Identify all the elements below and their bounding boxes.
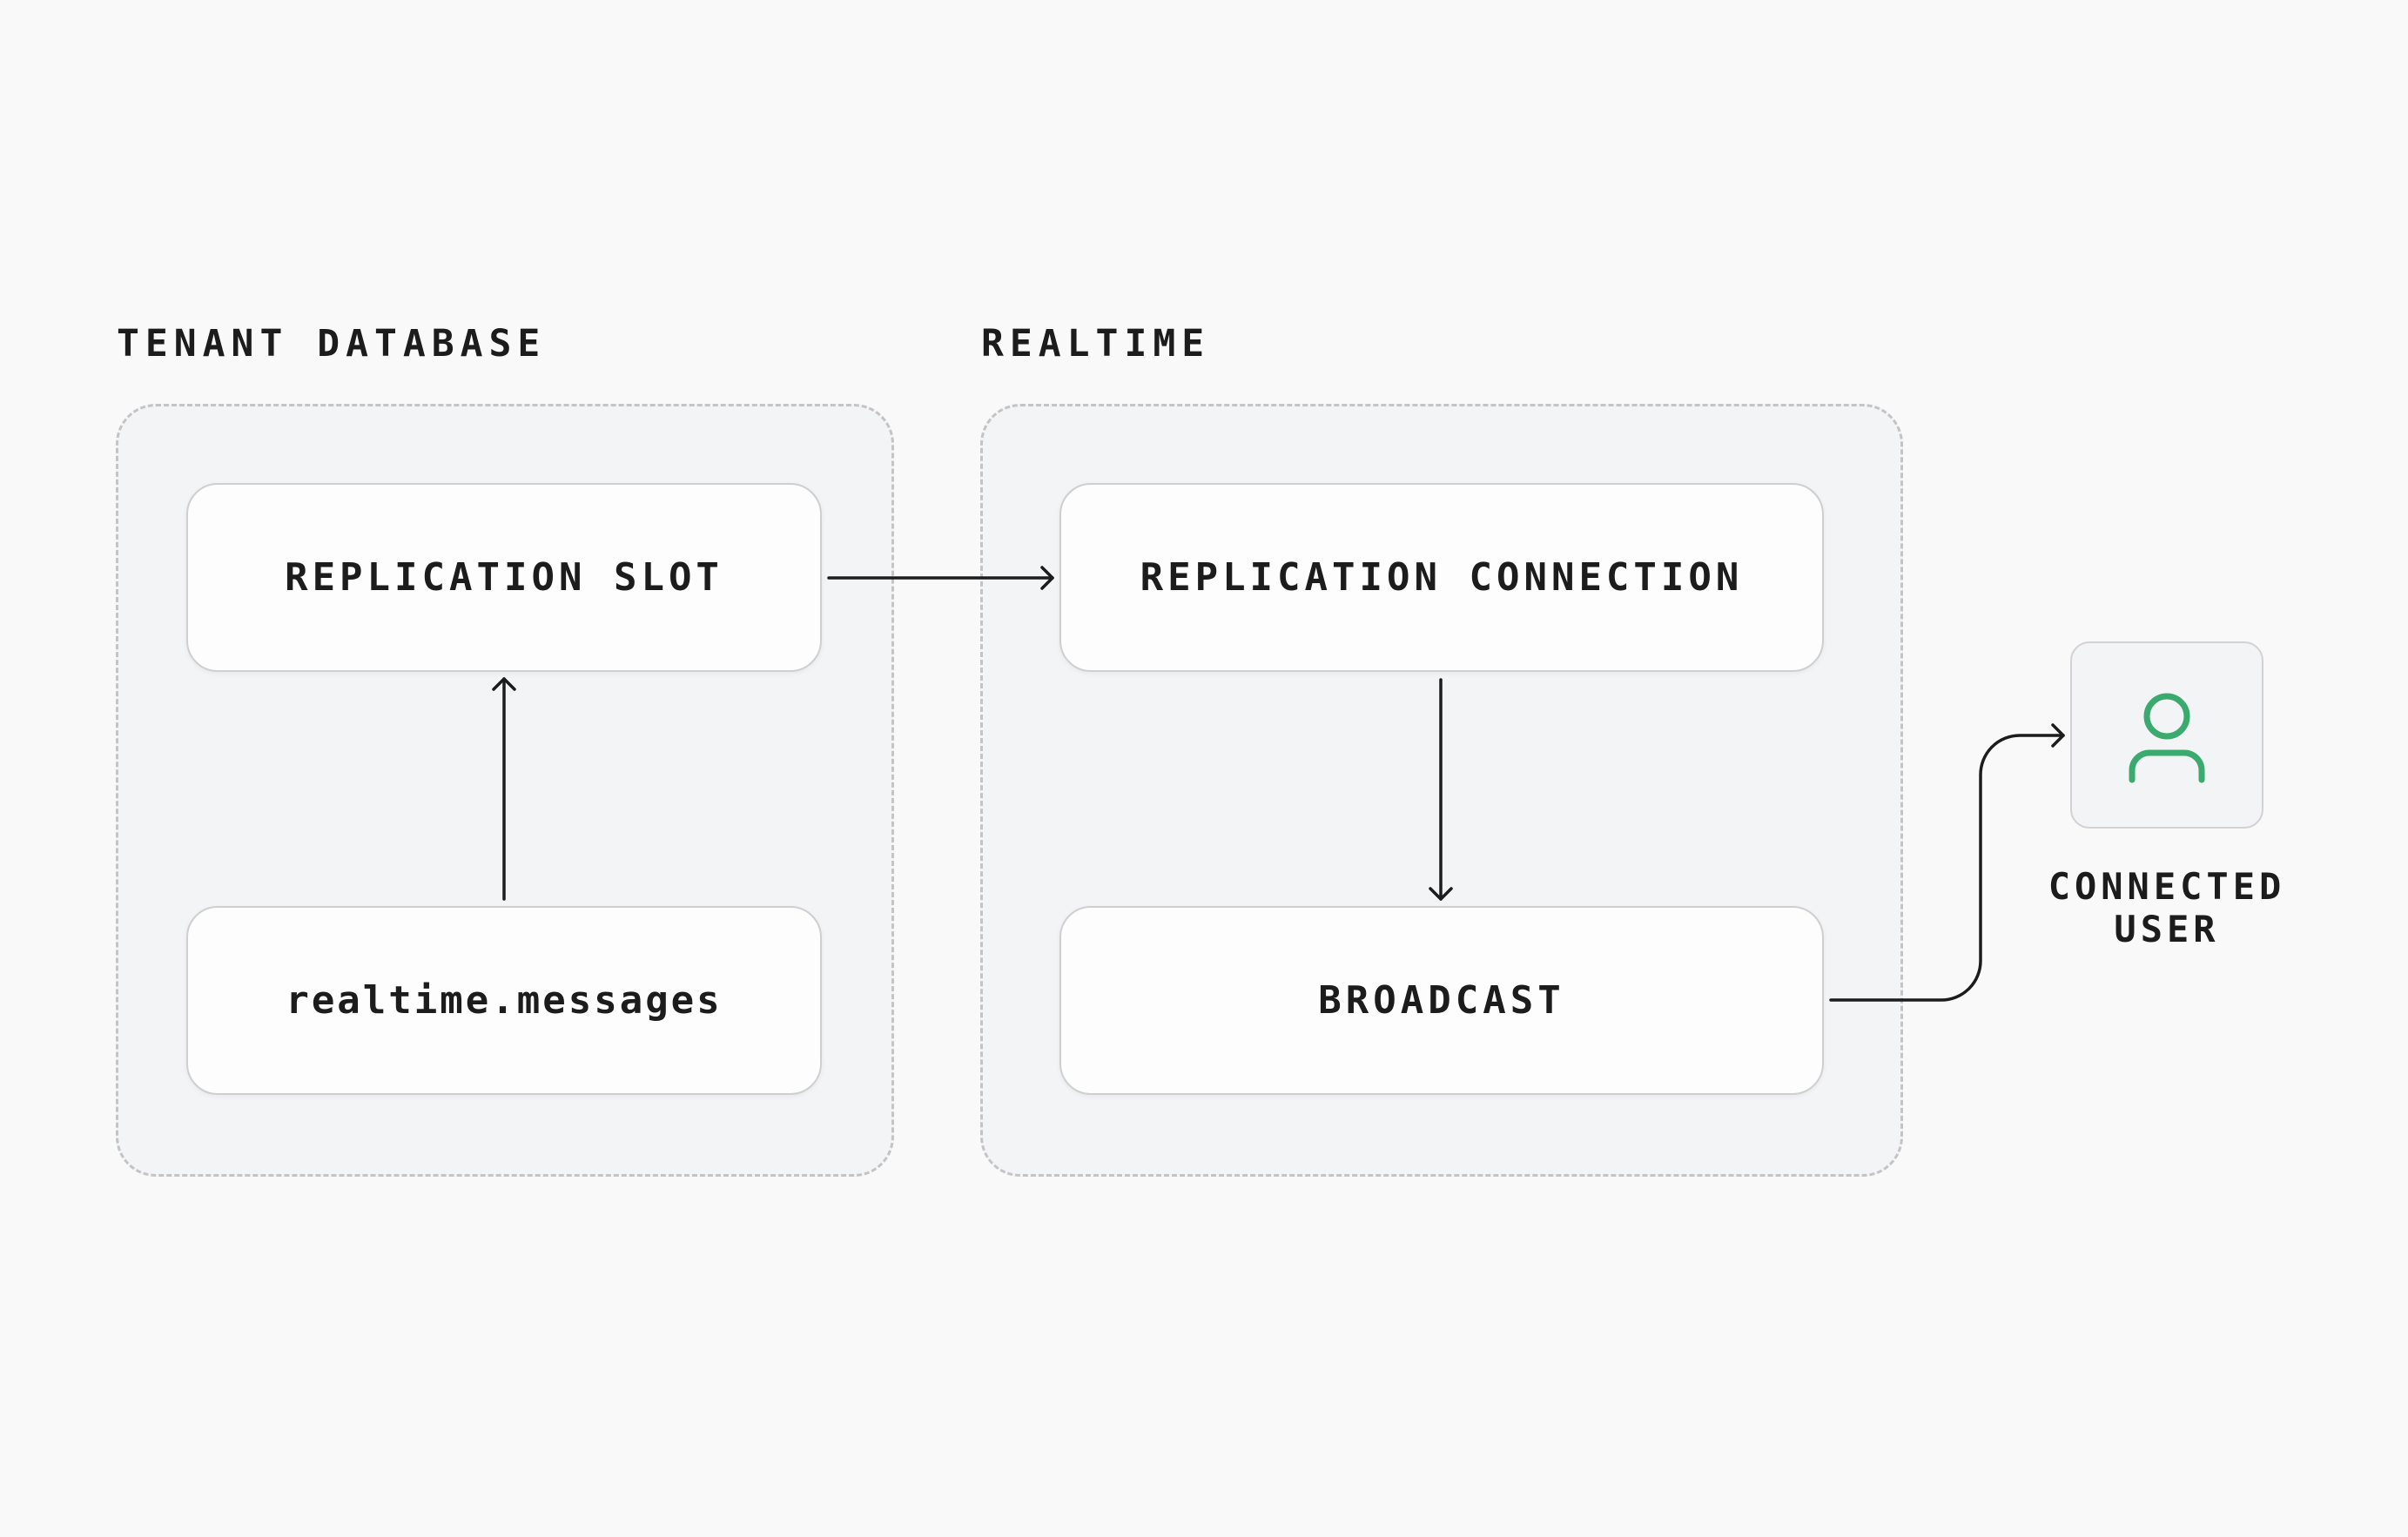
tenant-database-label: TENANT DATABASE [117,322,547,366]
arrow-slot-to-connection [827,566,1054,590]
replication-connection-label: REPLICATION CONNECTION [1140,555,1744,600]
connected-user-label-line2: USER [2114,908,2220,950]
realtime-messages-label: realtime.messages [286,978,723,1023]
connected-user-tile [2070,641,2263,829]
arrow-broadcast-to-user [1829,723,2065,1002]
realtime-messages-node: realtime.messages [186,906,822,1095]
broadcast-node: BROADCAST [1059,906,1824,1095]
replication-connection-node: REPLICATION CONNECTION [1059,483,1824,672]
replication-slot-label: REPLICATION SLOT [285,555,723,600]
realtime-label: REALTIME [981,322,1211,366]
connected-user-label: CONNECTED USER [2036,865,2297,950]
connected-user-label-line1: CONNECTED [2048,865,2286,908]
broadcast-label: BROADCAST [1318,978,1565,1023]
replication-slot-node: REPLICATION SLOT [186,483,822,672]
arrow-messages-to-slot [492,677,516,901]
arrow-connection-to-broadcast [1429,678,1453,901]
user-icon [2129,693,2205,782]
